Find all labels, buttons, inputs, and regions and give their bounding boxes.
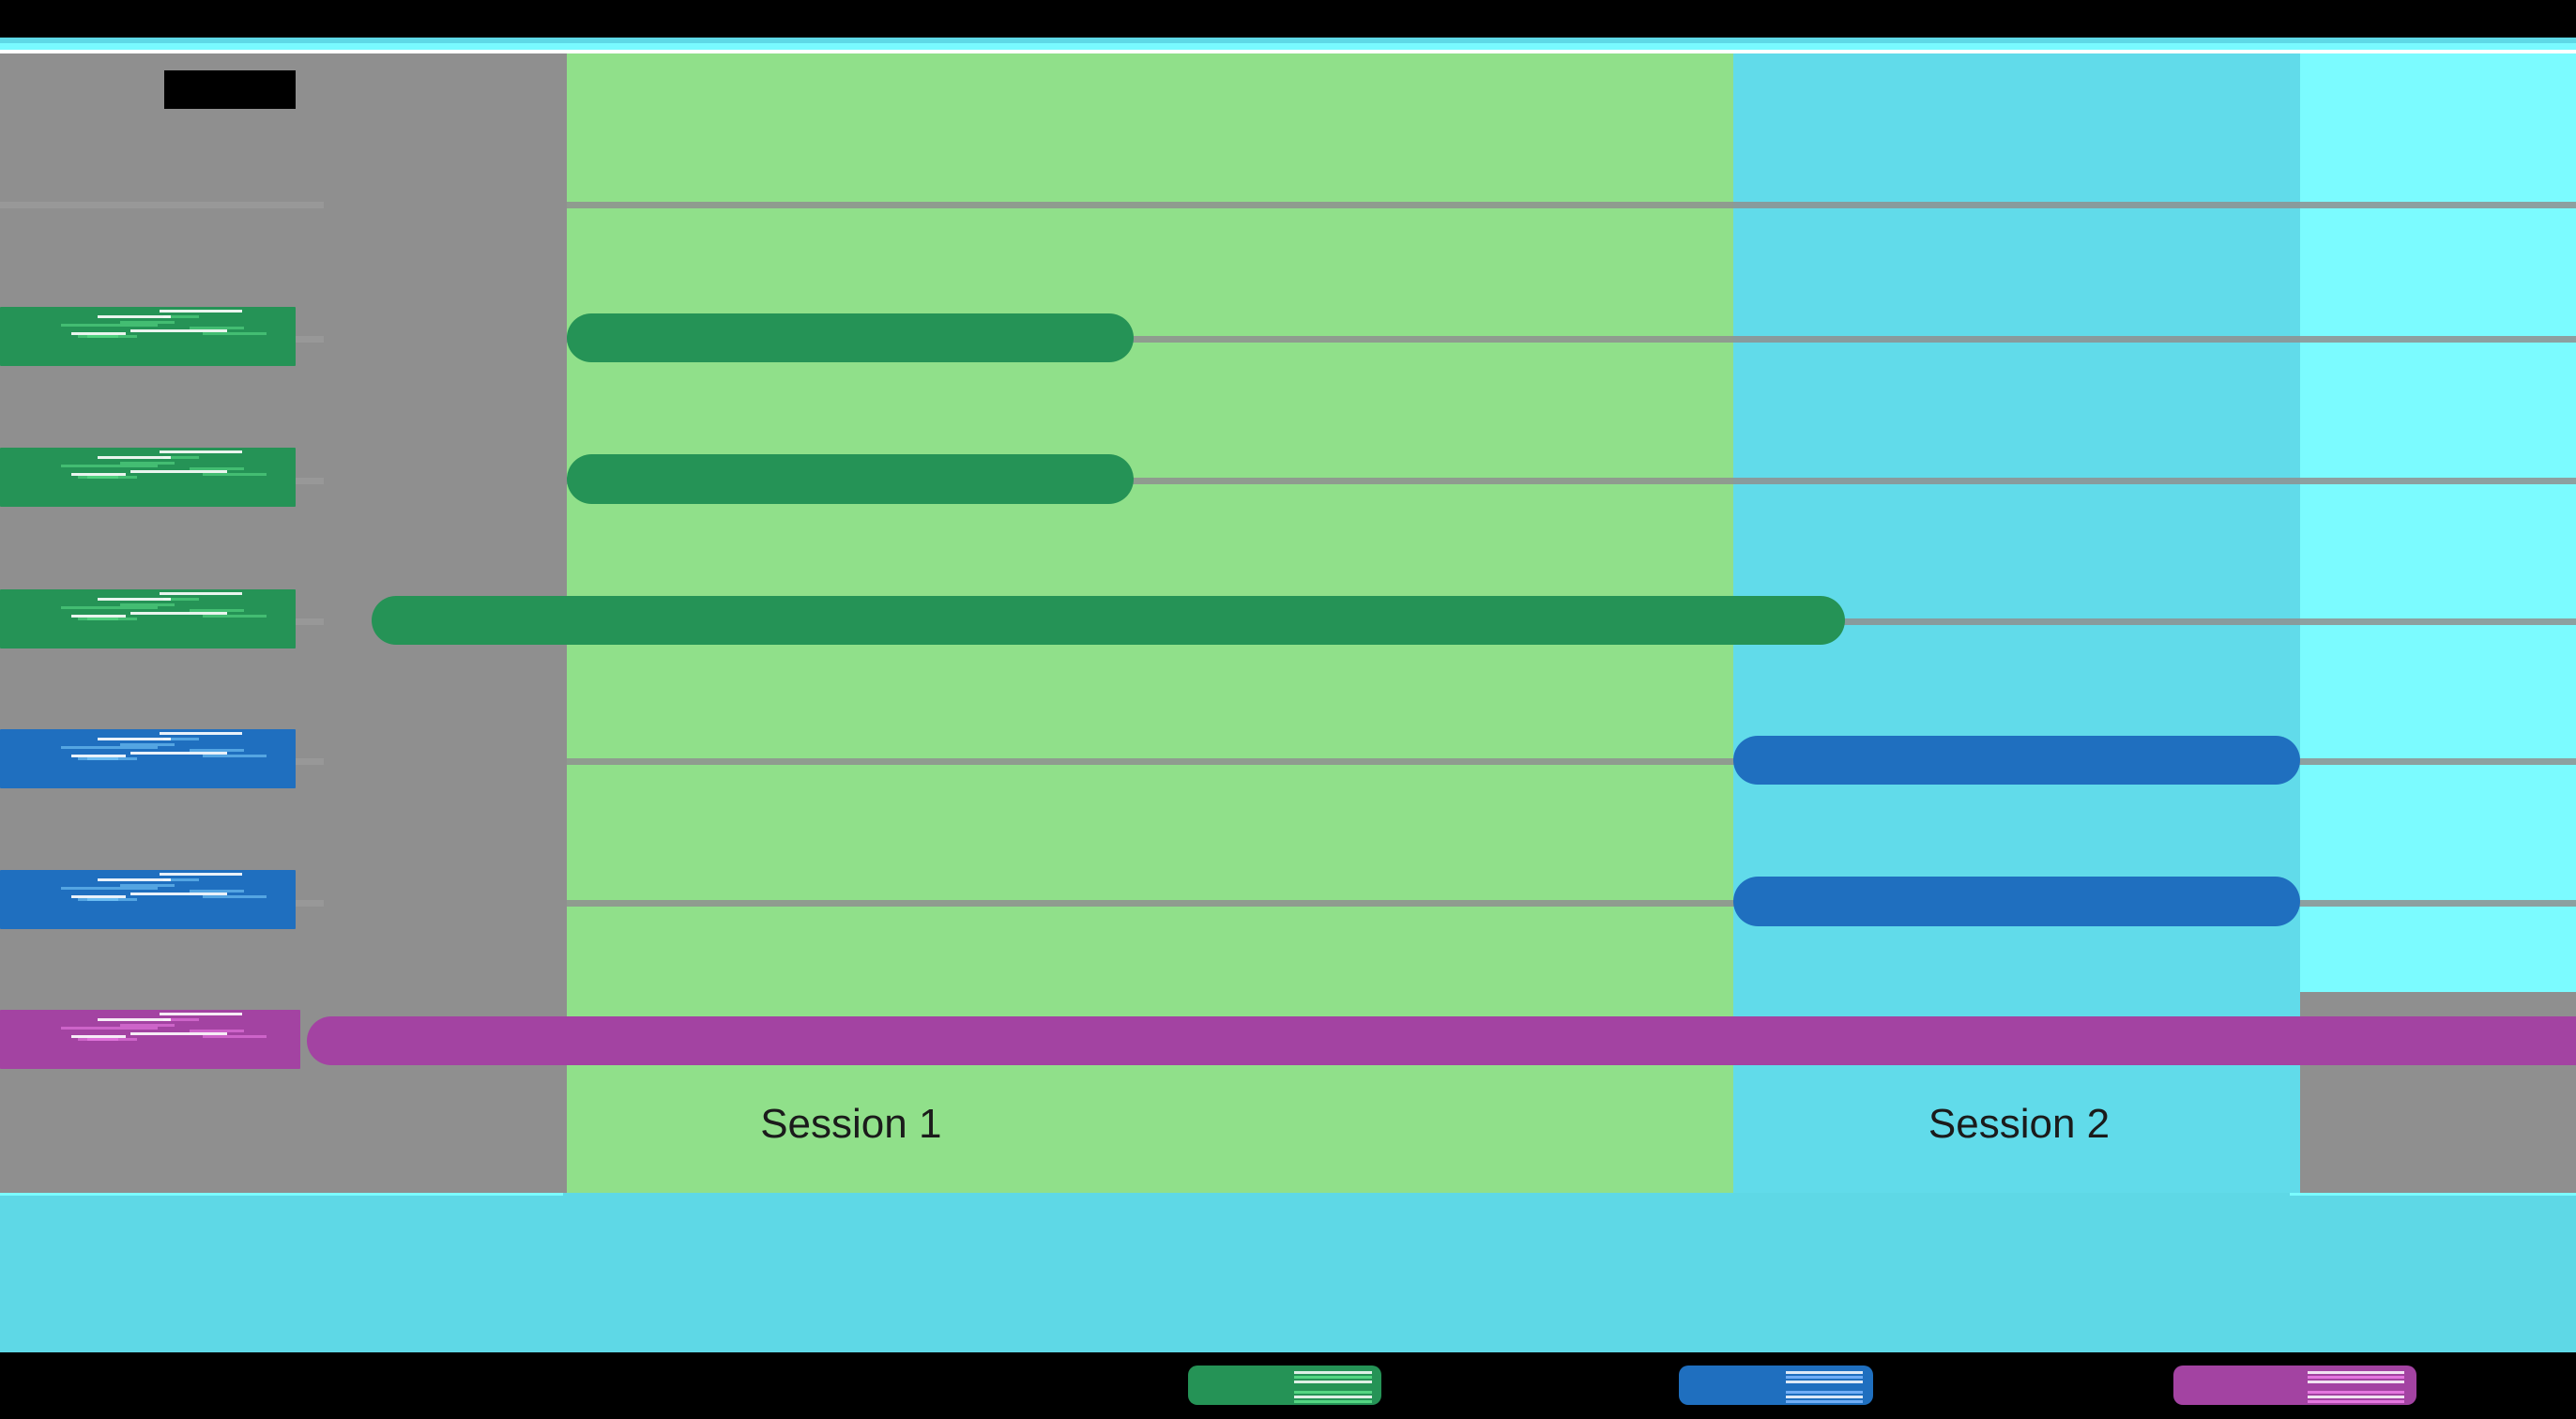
gantt-bar-1[interactable] bbox=[566, 313, 1134, 363]
y-axis-label-5-redacted bbox=[0, 870, 296, 930]
session-label-2: Session 2 bbox=[1928, 1101, 2111, 1147]
legend-swatch-1[interactable] bbox=[1187, 1366, 1382, 1405]
gantt-bar-2[interactable] bbox=[566, 454, 1134, 504]
gridline-stub-1 bbox=[0, 201, 324, 208]
y-axis-label-4-redacted bbox=[0, 728, 296, 788]
bottom-cyan-band bbox=[0, 1193, 2576, 1352]
cyan-rule-bright bbox=[0, 43, 2576, 50]
chart-title-redacted bbox=[164, 70, 296, 109]
gridline-5 bbox=[324, 758, 2576, 766]
gridline-6 bbox=[324, 899, 2576, 907]
gantt-bar-3[interactable] bbox=[371, 595, 1845, 646]
legend-swatch-2[interactable] bbox=[1679, 1366, 1873, 1405]
cyan-rule-upper bbox=[0, 38, 2576, 43]
hairline-left bbox=[0, 1193, 563, 1196]
gantt-bar-6[interactable] bbox=[307, 1015, 2576, 1066]
white-rule bbox=[0, 50, 2576, 53]
session-band-3 bbox=[2299, 53, 2576, 992]
chart-plot-panel: Session 1 Session 2 bbox=[0, 53, 2576, 1193]
hairline-right bbox=[2290, 1193, 2576, 1196]
y-axis-label-3-redacted bbox=[0, 588, 296, 648]
gantt-bar-4[interactable] bbox=[1732, 735, 2300, 786]
gridline-2 bbox=[324, 336, 2576, 343]
y-axis-label-2-redacted bbox=[0, 448, 296, 508]
gantt-bar-5[interactable] bbox=[1732, 877, 2300, 926]
y-axis-label-6-redacted bbox=[0, 1009, 300, 1069]
gridline-3 bbox=[324, 477, 2576, 484]
top-black-band bbox=[0, 0, 2576, 38]
legend-strip bbox=[0, 1352, 2576, 1419]
session-label-1: Session 1 bbox=[760, 1101, 942, 1147]
gridline-1 bbox=[324, 201, 2576, 208]
legend-swatch-3[interactable] bbox=[2173, 1366, 2417, 1405]
y-axis-label-1-redacted bbox=[0, 306, 296, 366]
